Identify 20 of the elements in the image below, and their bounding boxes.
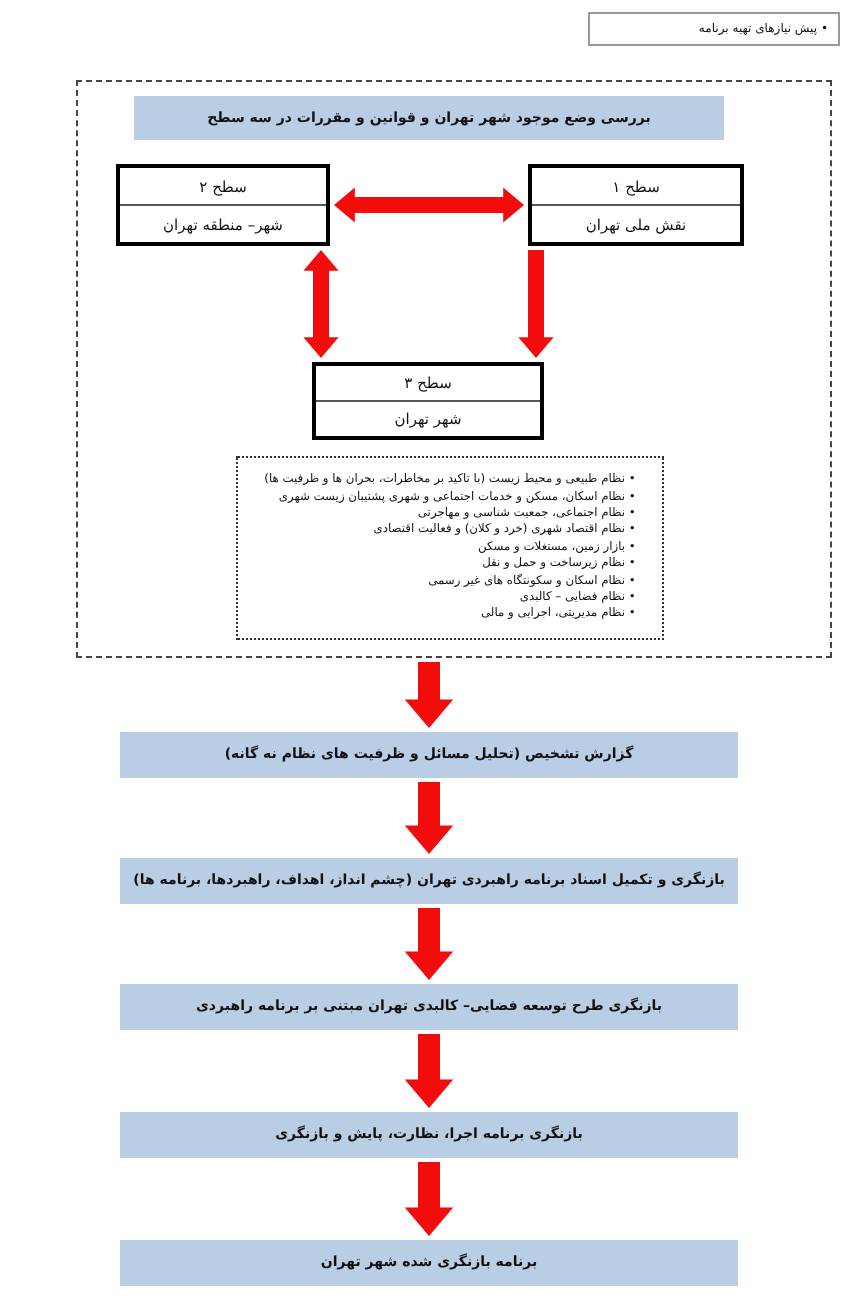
arrow [404, 908, 454, 980]
double-arrow [334, 187, 524, 223]
process-band [134, 96, 724, 140]
double-arrow [303, 250, 339, 358]
arrow [518, 250, 554, 358]
level-box [116, 164, 330, 246]
group-frame [76, 80, 832, 658]
process-band [120, 1112, 738, 1158]
level-box [312, 362, 544, 440]
list-box [236, 456, 664, 640]
level-box [528, 164, 744, 246]
arrow [404, 782, 454, 854]
process-band [120, 732, 738, 778]
arrow [404, 662, 454, 728]
process-band [120, 858, 738, 904]
header-box [588, 12, 840, 46]
process-band [120, 984, 738, 1030]
arrow [404, 1034, 454, 1108]
arrow [404, 1162, 454, 1236]
process-band [120, 1240, 738, 1286]
